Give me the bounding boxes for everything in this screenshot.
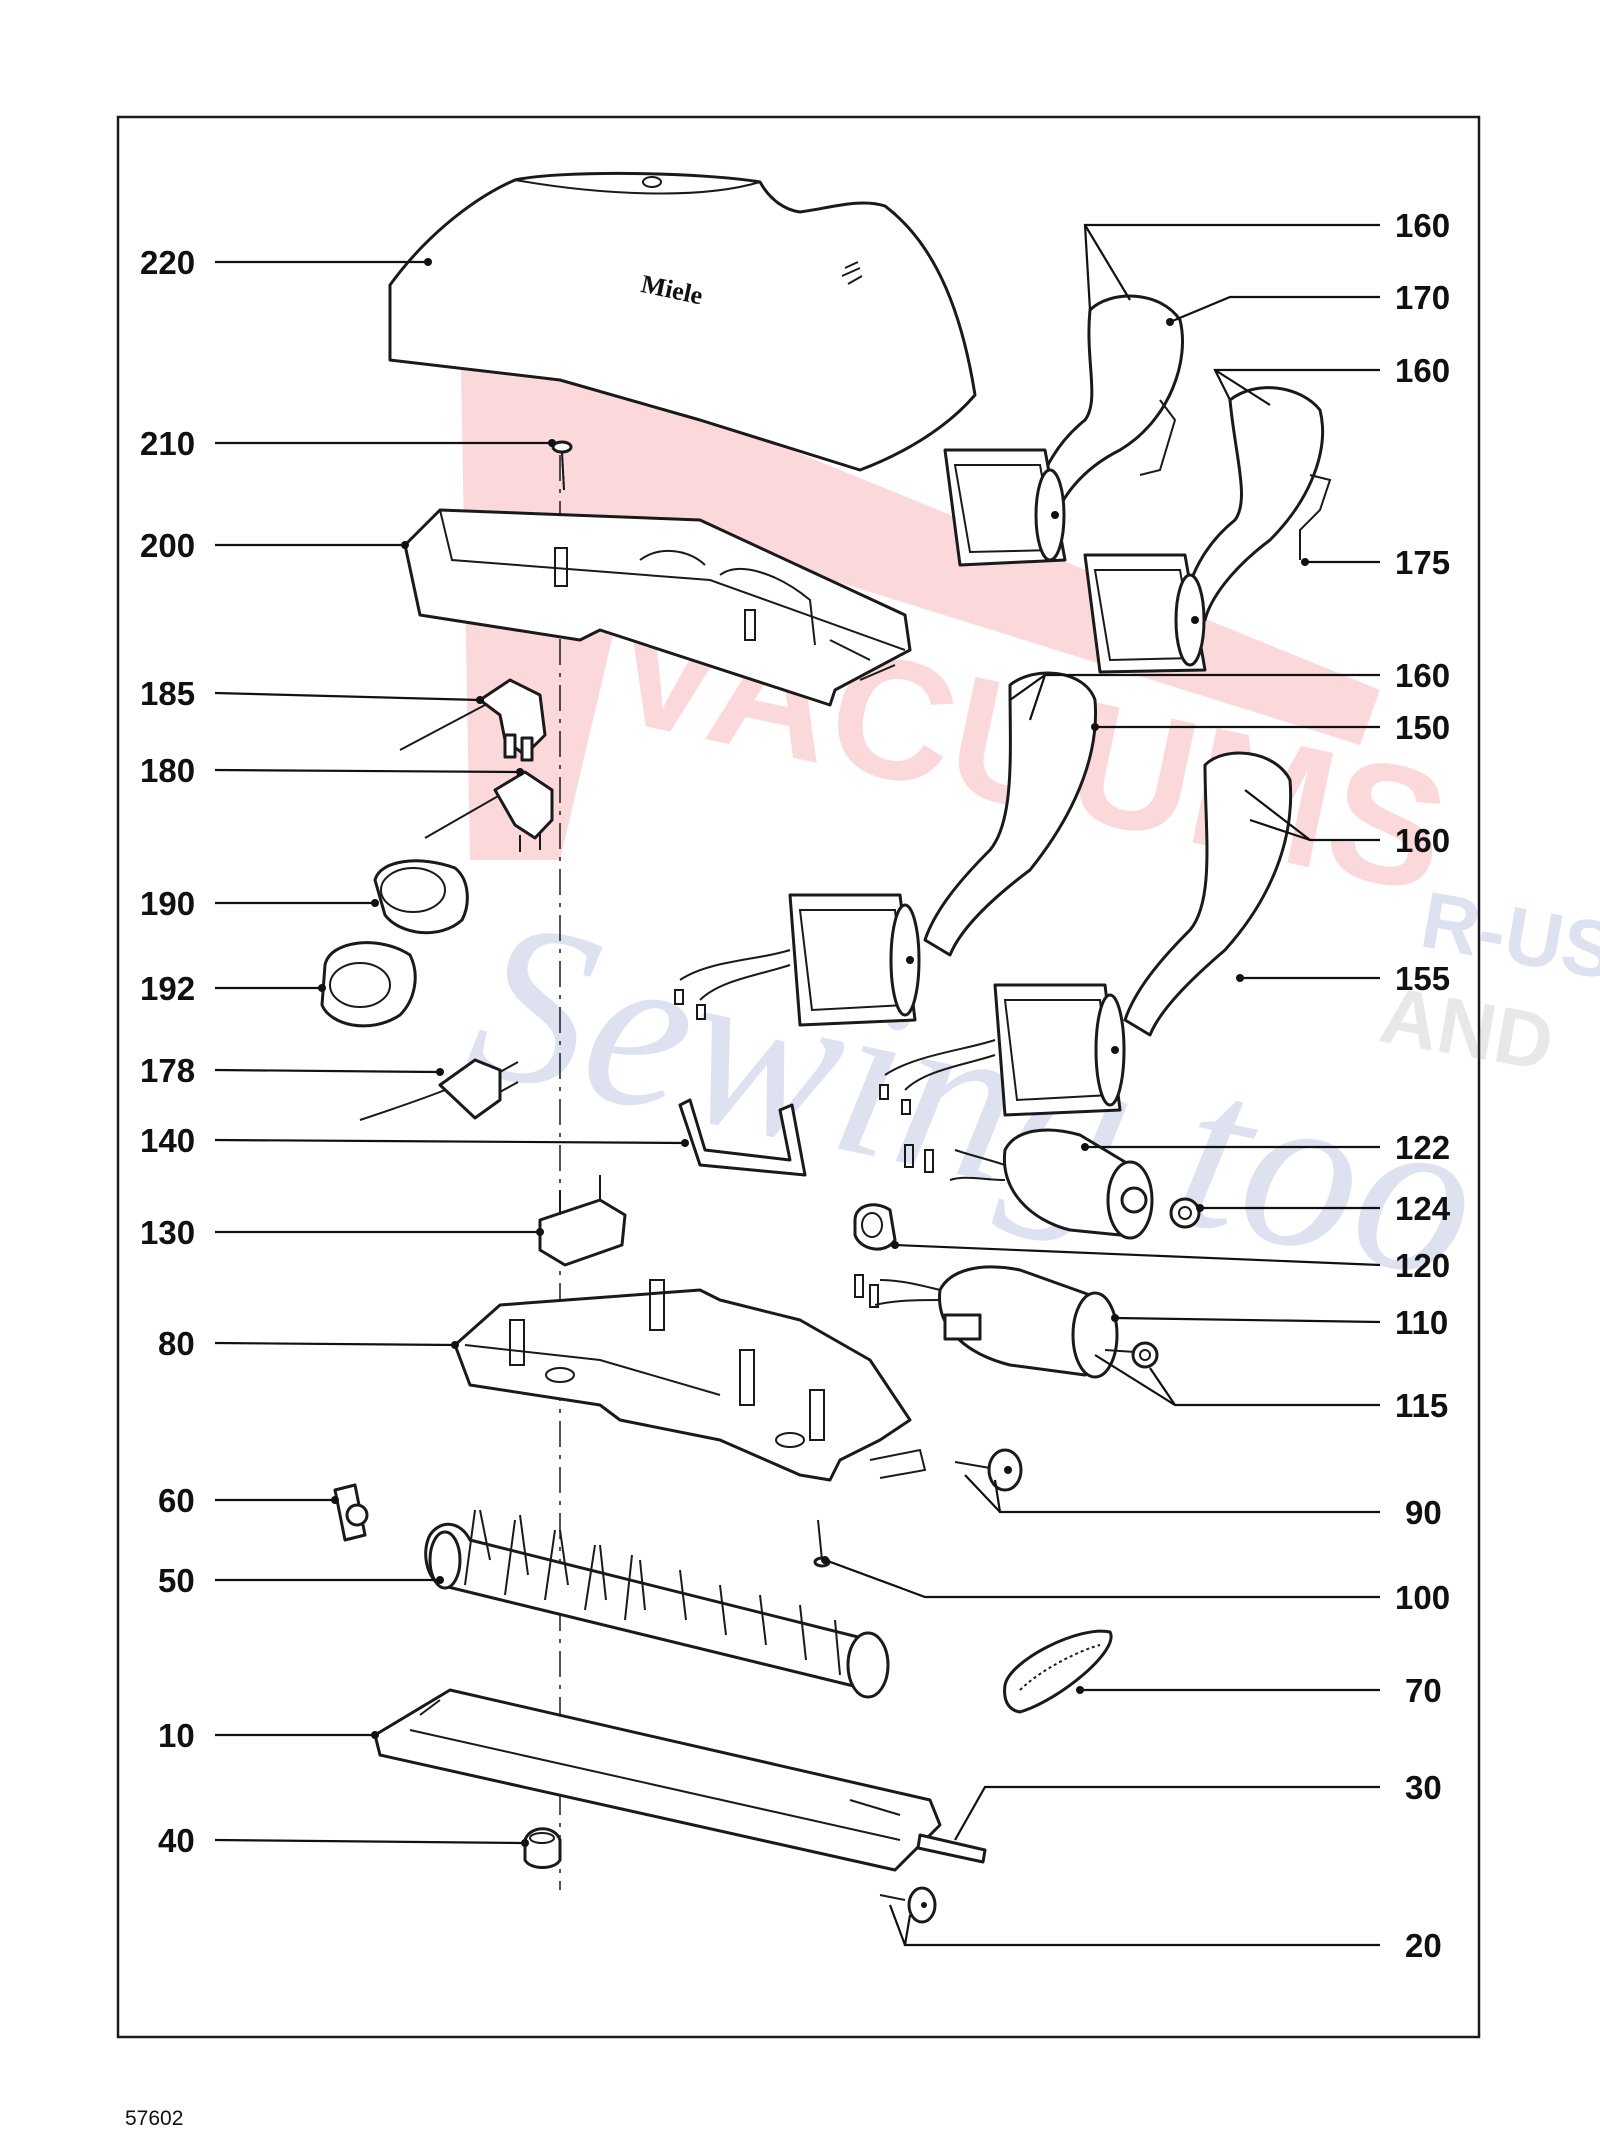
- callout-100: 100: [1395, 1579, 1450, 1616]
- callout-185: 185: [140, 675, 195, 712]
- part-90-wheel: [954, 1448, 1023, 1492]
- part-30-rod: [916, 1833, 987, 1864]
- callout-155: 155: [1395, 960, 1450, 997]
- callout-140: 140: [140, 1122, 195, 1159]
- part-220-top-cover: Miele: [388, 171, 977, 472]
- callout-110: 110: [1395, 1304, 1448, 1341]
- callout-180: 180: [140, 752, 195, 789]
- callout-124: 124: [1395, 1190, 1451, 1227]
- leader-lines-left: [214, 260, 686, 1845]
- callouts-right: 160 170 160 175 160 150 160 155 122 124 …: [1395, 207, 1451, 1964]
- leader-dots-right: [821, 318, 1309, 1694]
- part-80-base-housing: [453, 1279, 927, 1482]
- callout-150: 150: [1395, 709, 1450, 746]
- part-120-clip: [853, 1203, 897, 1251]
- callout-220: 220: [140, 244, 195, 281]
- callout-160-a: 160: [1395, 207, 1450, 244]
- callout-115: 115: [1395, 1387, 1448, 1424]
- watermark-v-shape: [460, 315, 1380, 860]
- callout-122: 122: [1395, 1129, 1450, 1166]
- callout-170: 170: [1395, 279, 1450, 316]
- part-130-switch: [538, 1175, 627, 1267]
- callout-200: 200: [140, 527, 195, 564]
- part-192-clip-ring: [320, 941, 417, 1028]
- callout-80: 80: [158, 1325, 195, 1362]
- leader-lines-right: [824, 223, 1381, 1947]
- callout-60: 60: [158, 1482, 195, 1519]
- callout-120: 120: [1395, 1247, 1450, 1284]
- part-150-elbow: [674, 671, 1098, 1027]
- callout-160-c: 160: [1395, 657, 1450, 694]
- watermark-line2: Sewing too: [452, 868, 1499, 1329]
- callout-130: 130: [140, 1214, 195, 1251]
- callout-90: 90: [1405, 1494, 1442, 1531]
- part-170-elbow: [943, 294, 1184, 567]
- part-210-screw: [551, 440, 573, 491]
- callout-50: 50: [158, 1562, 195, 1599]
- callout-40: 40: [158, 1822, 195, 1859]
- part-180-plug: [424, 770, 554, 852]
- part-140-bracket: [678, 1098, 807, 1177]
- callout-178: 178: [140, 1052, 195, 1089]
- callout-160-b: 160: [1395, 352, 1450, 389]
- callout-190: 190: [140, 885, 195, 922]
- callout-160-d: 160: [1395, 822, 1450, 859]
- callout-20: 20: [1405, 1927, 1442, 1964]
- part-50-brush-roller: [424, 1509, 890, 1699]
- part-124-gear: [1169, 1197, 1201, 1229]
- part-70-belt: [1003, 1629, 1113, 1714]
- callout-175: 175: [1395, 544, 1450, 581]
- part-40-foot: [523, 1827, 562, 1869]
- part-122-motor: [904, 1128, 1154, 1240]
- diagram-frame: [116, 115, 1481, 2039]
- callout-192: 192: [140, 970, 195, 1007]
- callout-10: 10: [158, 1717, 195, 1754]
- part-60-bearing-plate: [333, 1483, 369, 1542]
- part-20-wheel: [879, 1886, 937, 1924]
- part-200-upper-tray: [403, 508, 912, 707]
- document-number: 57602: [125, 2107, 184, 2130]
- part-10-sole-plate: [373, 1688, 942, 1872]
- part-190-clip-ring: [373, 859, 469, 935]
- callout-30: 30: [1405, 1769, 1442, 1806]
- leader-dots-left: [318, 258, 689, 1847]
- callouts-left: 220 210 200 185 180 190 192 178 140 130 …: [140, 244, 195, 1859]
- part-110-motor: [854, 1265, 1119, 1379]
- part-155-elbow: [879, 751, 1293, 1117]
- part-185-plug: [399, 678, 547, 762]
- callout-70: 70: [1405, 1672, 1442, 1709]
- callout-210: 210: [140, 425, 195, 462]
- part-175-elbow: [1083, 386, 1332, 674]
- part-178-power-plug: [359, 1058, 519, 1121]
- part-115-pinion: [1104, 1341, 1159, 1369]
